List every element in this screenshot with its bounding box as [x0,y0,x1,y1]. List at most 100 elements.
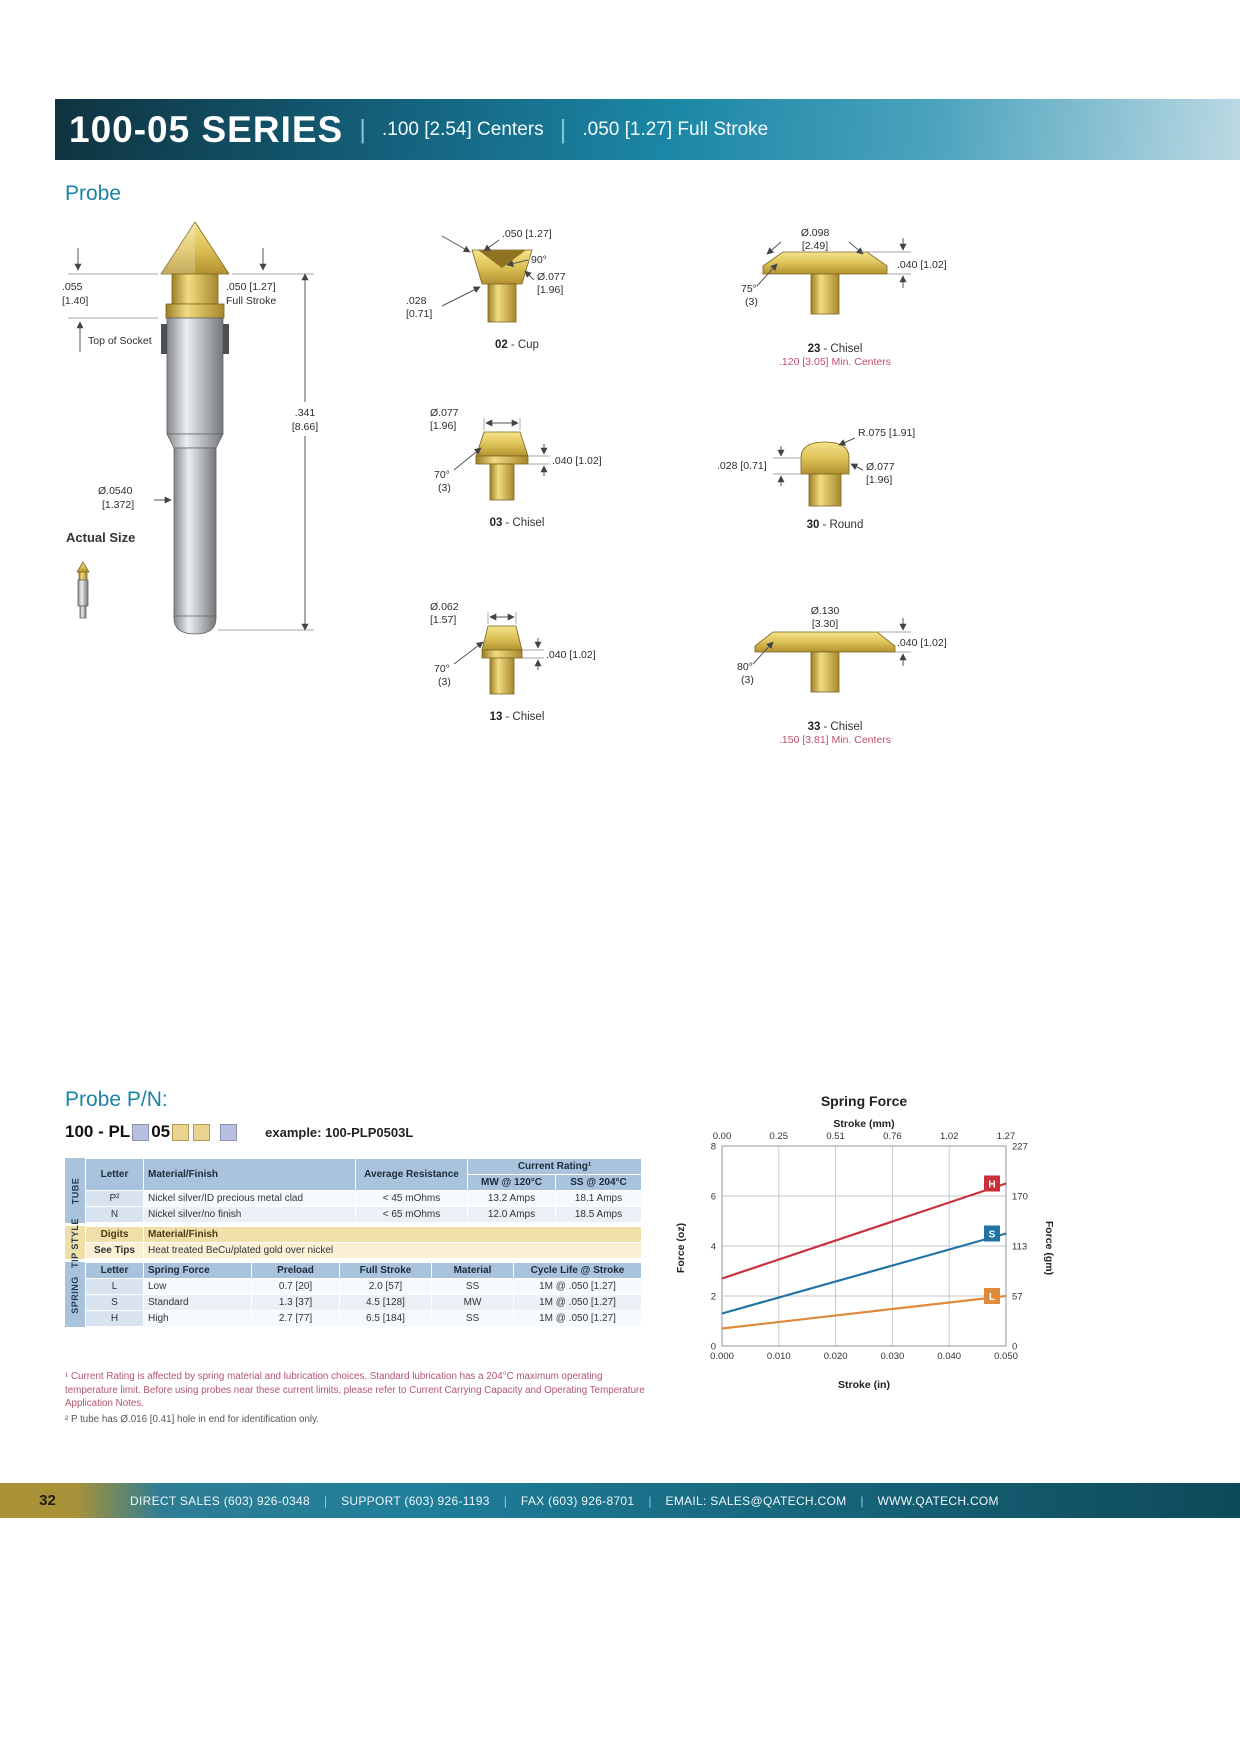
chisel-head [762,251,888,275]
svg-text:227: 227 [1012,1142,1028,1153]
chisel-flange [475,455,529,465]
chisel-head [481,625,523,651]
dim-label: .055 [62,281,83,293]
header-banner: 100-05 SERIES | .100 [2.54] Centers | .0… [55,99,1240,160]
tip-03-drawing: Ø.077 [1.96] .040 [1.02] 70° (3) [430,407,602,501]
col-header: Material/Finish [143,1226,642,1243]
tip-name: - Chisel [505,517,545,529]
dim-label: (3) [438,676,451,688]
pn-section-title: Probe P/N: [65,1088,168,1111]
cell: < 65 mOhms [355,1206,468,1223]
dim-label: 70° [434,663,450,675]
cell: 18.5 Amps [555,1206,642,1223]
svg-text:8: 8 [711,1142,716,1153]
spring-force-chart: Spring Force Stroke (mm) Stroke (in) For… [675,1093,1055,1391]
dim-label: [1.40] [62,295,88,307]
dim-label: [0.71] [406,308,432,320]
y-right-axis-label: Force (gm) [1043,1221,1055,1275]
probe-gold-flange [165,303,225,319]
series-line-H [721,1182,1007,1280]
cell: Heat treated BeCu/plated gold over nicke… [143,1242,642,1259]
col-header: SS @ 204°C [555,1174,642,1191]
dim-label: .050 [1.27] [226,281,276,293]
svg-text:0.000: 0.000 [710,1351,734,1362]
tip-style-section: TIP STYLE Digits Material/Finish See Tip… [65,1218,643,1267]
cell: H [85,1310,144,1327]
svg-text:2: 2 [711,1292,716,1303]
series-label-box-S [984,1225,1000,1242]
see-tips-link[interactable]: See Tips [85,1242,144,1259]
dim-label: 90° [531,254,547,266]
dim-label: (3) [741,674,754,686]
cell: 1M @ .050 [1.27] [513,1294,642,1311]
cell: L [85,1278,144,1295]
round-shank [808,473,842,507]
footer-separator: | [323,1493,328,1508]
tube-side-label: TUBE [65,1158,85,1223]
cell: Nickel silver/ID precious metal clad [143,1190,356,1207]
footer-website-link[interactable]: WWW.QATECH.COM [877,1493,999,1508]
col-header: Letter [85,1262,144,1279]
pn-prefix: 100 - PL [65,1122,131,1141]
header-separator: | [359,114,366,144]
table-row: S Standard 1.3 [37] 4.5 [128] MW 1M @ .0… [85,1294,642,1311]
col-header: Material [431,1262,514,1279]
dim-label: .040 [1.02] [552,455,602,467]
pn-example: example: 100-PLP0503L [265,1124,414,1140]
table-row: P² Nickel silver/ID precious metal clad … [85,1190,642,1207]
series-title: 100-05 SERIES [69,108,344,150]
svg-text:0: 0 [711,1342,716,1353]
cell: SS [431,1278,514,1295]
probe-gold-collar [171,273,219,305]
cell: P² [85,1190,144,1207]
footer-separator: | [860,1493,864,1508]
header-separator: | [559,114,567,144]
tip-highlight-facet [161,222,195,274]
tip-02-block: .050 [1.27] 90° Ø.077 [1.96] .028 [0.71]… [402,224,632,351]
svg-text:0.51: 0.51 [826,1131,845,1142]
svg-text:4: 4 [711,1242,716,1253]
tip-min-centers-note: .120 [3.05] Min. Centers [778,356,892,368]
socket-tab-right [223,324,229,354]
tip-name: - Round [822,519,864,531]
cell: N [85,1206,144,1223]
dim-label: Ø.098 [801,227,830,239]
dim-label: 80° [737,661,753,673]
dim-label: Full Stroke [226,295,276,307]
svg-text:S: S [989,1229,996,1240]
cell: S [85,1294,144,1311]
chisel-shank [810,651,840,693]
dim-label: (3) [438,482,451,494]
probe-barrel [166,317,224,435]
chisel-head [754,631,896,653]
col-header: Letter [85,1158,144,1191]
tip-code: 03 [489,517,503,529]
chisel-shank [489,463,515,501]
tip-30-block: R.075 [1.91] .028 [0.71] Ø.077 [1.96] 30… [715,412,955,531]
dim-label: .341 [295,407,316,419]
chisel-flange [481,649,523,659]
svg-text:1.27: 1.27 [997,1131,1016,1142]
cell: Nickel silver/no finish [143,1206,356,1223]
svg-text:0: 0 [1012,1342,1017,1353]
dim-label: [8.66] [292,421,318,433]
col-header: Average Resistance [355,1158,468,1191]
col-header: Material/Finish [143,1158,356,1191]
svg-text:0.040: 0.040 [937,1351,961,1362]
dim-label: [1.96] [866,474,892,486]
tip-style-side-label: TIP STYLE [65,1218,85,1267]
tip-name: - Chisel [505,711,545,723]
table-row: See Tips Heat treated BeCu/plated gold o… [85,1242,642,1259]
tip-min-centers-note: .150 [3.81] Min. Centers [778,734,892,746]
series-label-box-L [984,1288,1000,1304]
footnote-2: ² P tube has Ø.016 [0.41] hole in end fo… [65,1413,319,1425]
dim-label: Ø.0540 [98,485,133,497]
cell: 13.2 Amps [467,1190,556,1207]
series-line-S [721,1232,1007,1315]
pn-tip-digit-box [172,1123,190,1141]
spec-tables: TUBE Letter Material/Finish Average Resi… [65,1158,643,1330]
spring-section: SPRING Letter Spring Force Preload Full … [65,1262,643,1327]
header-centers: .100 [2.54] Centers [381,118,544,140]
chisel-shank [489,657,515,695]
footer-email-link[interactable]: EMAIL: SALES@QATECH.COM [665,1493,847,1508]
